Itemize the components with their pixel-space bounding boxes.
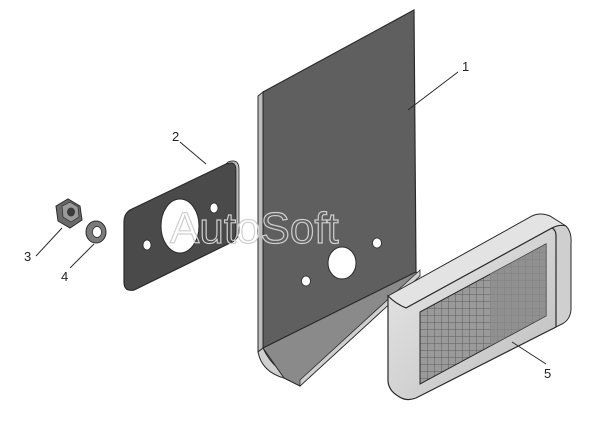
callout-3: 3 [24, 249, 31, 264]
lamp-lens-plain [490, 244, 546, 346]
watermark: AutoSoft [170, 204, 339, 253]
callout-2: 2 [172, 129, 179, 144]
callout-1: 1 [462, 59, 469, 74]
washer-hole [92, 226, 102, 238]
leader-line-1 [407, 71, 459, 111]
gasket-edge [225, 160, 240, 245]
gasket-hole-right [209, 202, 219, 214]
washer-part [85, 220, 107, 244]
bracket-hole-left [301, 275, 311, 287]
callout-4: 4 [61, 269, 68, 284]
callout-5: 5 [544, 366, 551, 381]
nut-bore [67, 207, 75, 217]
gasket-center-hole [160, 198, 200, 254]
bracket-center-hole [327, 246, 357, 280]
lamp-part [387, 213, 572, 401]
leader-line-5 [511, 341, 547, 365]
nut-part [55, 198, 83, 229]
gasket-part [123, 160, 240, 291]
leader-line-2 [179, 141, 207, 165]
bracket-hole-right [372, 237, 382, 249]
leader-line-3 [35, 227, 63, 257]
leader-lines [35, 71, 547, 365]
leader-line-4 [69, 243, 95, 269]
gasket-hole-left [142, 239, 152, 251]
